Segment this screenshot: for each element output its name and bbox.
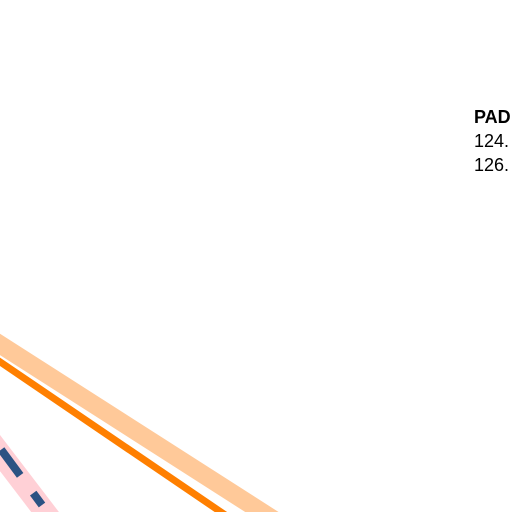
- route-line: [0, 357, 228, 512]
- route-halo: [0, 333, 279, 512]
- boundary-dashed-line: [0, 441, 46, 508]
- boundary-band: [0, 434, 59, 512]
- navaid-frequency-1: 124.: [474, 131, 510, 151]
- navaid-label: PAD 124. 126.: [474, 105, 511, 177]
- navaid-name: PAD: [474, 107, 511, 127]
- navaid-frequency-2: 126.: [474, 155, 510, 175]
